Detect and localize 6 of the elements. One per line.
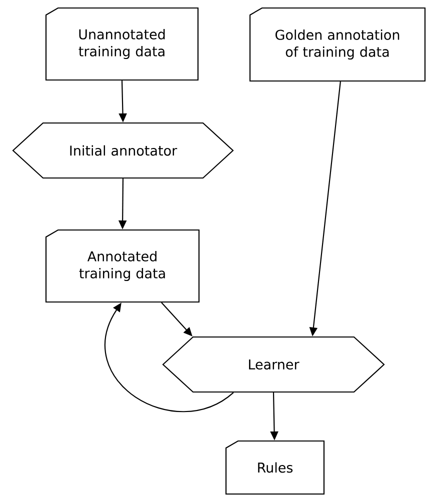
document-box: Golden annotation of training data — [249, 7, 426, 82]
document-box: Annotated training data — [45, 229, 200, 303]
document-box: Rules — [225, 440, 325, 495]
process-hexagon: Initial annotator — [12, 122, 234, 179]
process-hexagon: Learner — [162, 336, 385, 393]
document-box: Unannotated training data — [45, 7, 199, 81]
